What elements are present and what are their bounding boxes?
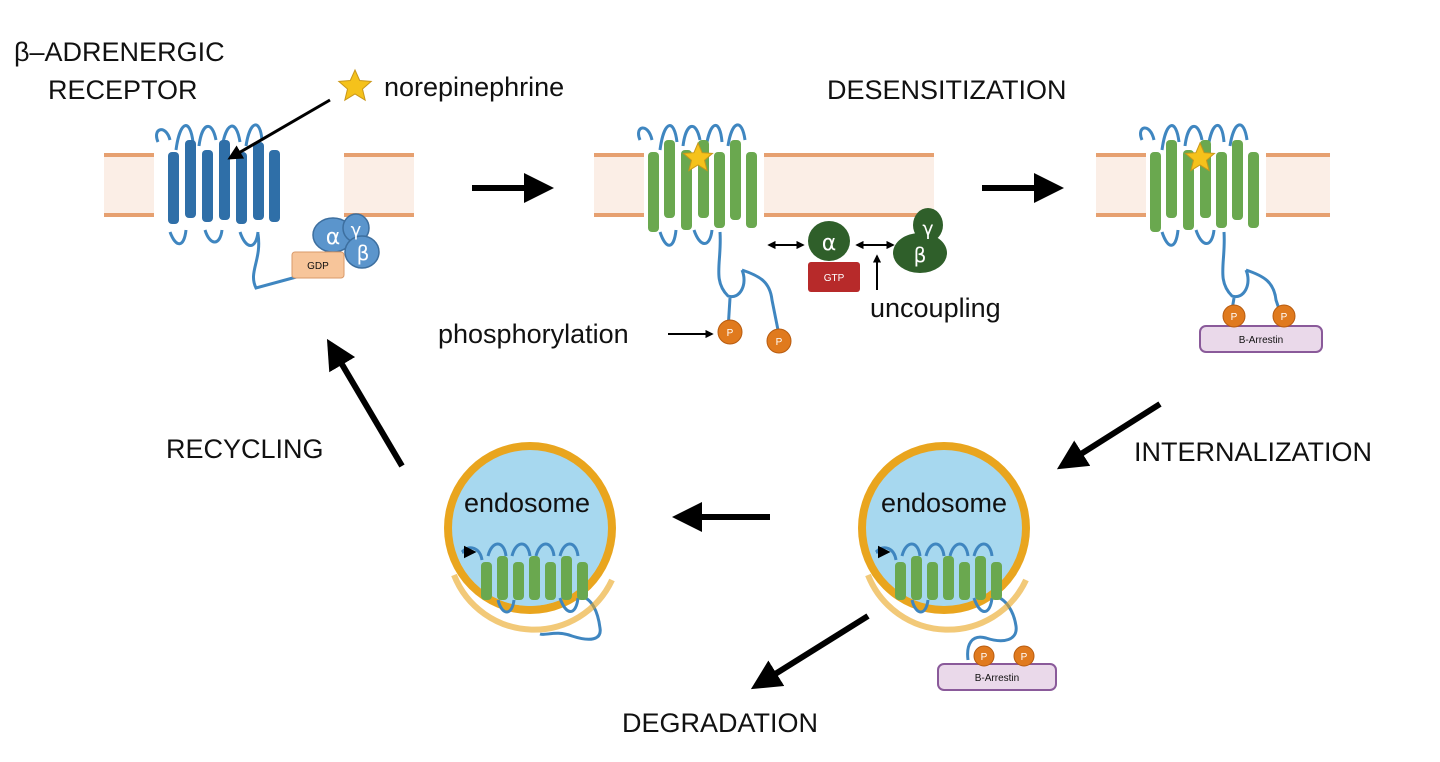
svg-text:P: P — [776, 337, 783, 348]
g-beta-subunit — [344, 235, 380, 269]
g-gamma-label: γ — [351, 220, 362, 241]
receptor-title-line2: RECEPTOR — [48, 75, 198, 105]
gtp-label: GTP — [824, 273, 845, 284]
arrow-degradation — [750, 613, 870, 690]
norepinephrine-star-legend — [337, 68, 373, 102]
phosphorylation-label: phosphorylation — [438, 319, 629, 349]
endosome-label-left: endosome — [464, 488, 590, 518]
endosome-recycling: endosome — [444, 442, 616, 641]
g-alpha-active: α GTP — [808, 221, 860, 292]
arrow-recycling — [326, 338, 405, 468]
endosome-internalized: endosome — [858, 442, 1030, 661]
g-alpha-label: α — [326, 225, 341, 250]
norepinephrine-star-2 — [682, 141, 714, 172]
svg-text:P: P — [1281, 312, 1288, 323]
svg-text:P: P — [727, 328, 734, 339]
norepinephrine-label: norepinephrine — [384, 72, 564, 102]
svg-text:P: P — [1021, 652, 1028, 663]
gtp-box — [808, 262, 860, 292]
gdp-label: GDP — [307, 261, 329, 272]
uncoupling-label: uncoupling — [870, 293, 1001, 323]
receptor-arrestin-bound — [1139, 123, 1284, 319]
recycling-label: RECYCLING — [166, 434, 324, 464]
receptor-inactive — [154, 123, 344, 290]
svg-text:P: P — [1231, 312, 1238, 323]
arrow-internalization — [1056, 401, 1162, 470]
endosome-label-right: endosome — [881, 488, 1007, 518]
gdp-box — [291, 251, 345, 279]
g-beta-label: β — [357, 241, 370, 265]
arrestin-badge-1: B-Arrestin P P — [1199, 304, 1323, 353]
svg-text:P: P — [981, 652, 988, 663]
g-protein-inactive: α γ β GDP — [291, 213, 380, 279]
g-beta-active-label: β — [914, 243, 927, 267]
g-beta-gamma-active: γ β — [893, 208, 947, 273]
internalization-label: INTERNALIZATION — [1134, 437, 1372, 467]
norepinephrine-star-3 — [1184, 141, 1216, 172]
norepinephrine-pointer-arrow — [227, 98, 331, 160]
desensitization-label: DESENSITIZATION — [827, 75, 1067, 105]
receptor-title-line1: β–ADRENERGIC — [14, 37, 225, 67]
phosphate-badge-2a: P — [717, 319, 743, 345]
phosphate-badge-2b: P — [766, 328, 792, 354]
g-alpha-active-label: α — [822, 231, 837, 256]
svg-text:B-Arrestin: B-Arrestin — [975, 673, 1019, 684]
arrestin-badge-2: B-Arrestin P P — [937, 645, 1057, 691]
g-gamma-active-label: γ — [922, 218, 933, 240]
degradation-label: DEGRADATION — [622, 708, 818, 738]
svg-text:B-Arrestin: B-Arrestin — [1239, 335, 1283, 346]
